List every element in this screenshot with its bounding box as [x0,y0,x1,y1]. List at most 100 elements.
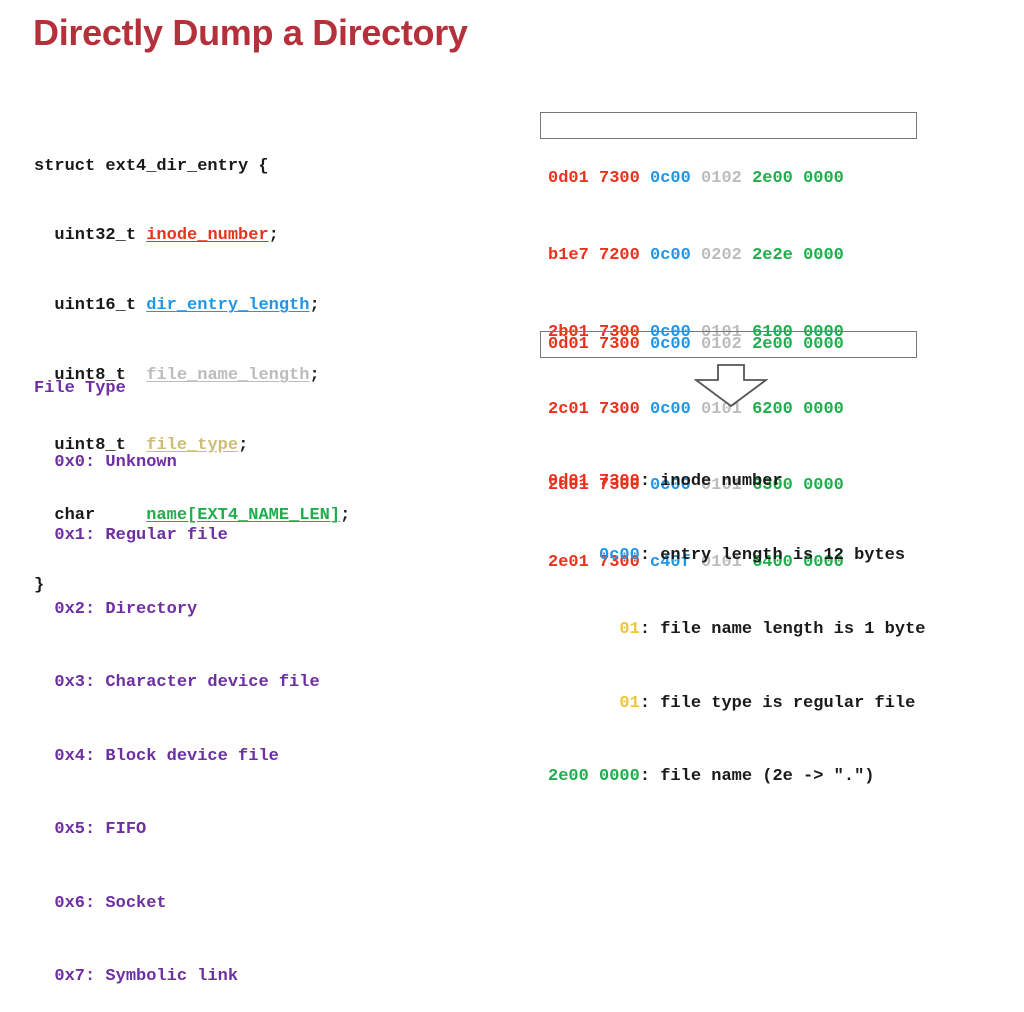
hex-name: 2e2e [752,245,793,265]
explanation-field: 2e00 0000 [548,767,640,787]
file-type-item: 0x7: Symbolic link [34,964,320,987]
hex-length: 0c00 [650,169,691,189]
explanation-line: 0d01 7300: inode number [548,472,783,492]
field-end: ; [238,436,249,456]
hex-name-len-type: 0102 [701,169,742,189]
page-title: Directly Dump a Directory [33,12,468,53]
file-type-item-text: 0x1: Regular file [54,526,228,546]
struct-field-inode: uint32_t inode_number; [34,224,350,247]
struct-open: struct ext4_dir_entry { [34,156,269,176]
hex-name: 2e00 [752,335,793,354]
hex-name: 6300 [752,476,793,496]
field-type: uint16_t [54,296,147,316]
hex-length: 0c00 [650,335,691,354]
hex-inode: 7300 [599,169,640,189]
file-type-heading: File Type [34,379,126,399]
explanation-line: 2e00 0000: file name (2e -> ".") [548,767,875,787]
down-arrow-icon [694,364,768,408]
hex-name: 6200 [752,399,793,419]
explanation-field: 0c00 [599,545,640,565]
hex-inode: 2c01 [548,399,589,419]
hex-inode: 0d01 [548,335,589,354]
file-type-list: File Type 0x0: Unknown 0x1: Regular file… [34,326,320,1012]
explanation-field: 01 [619,619,640,639]
field-end: ; [340,506,351,526]
explanation-text: file name length is 1 byte [650,619,926,639]
explanation-field: 0d01 7300 [548,472,640,492]
explanation-line: 01: file type is regular file [619,693,916,713]
explanation-text: inode number [650,472,783,492]
hex-name: 0000 [803,399,844,419]
field-type: uint32_t [54,226,147,246]
file-type-item: 0x5: FIFO [34,817,320,840]
file-type-item: 0x1: Regular file [34,523,320,546]
explanation-text: entry length is 12 bytes [650,545,906,565]
hex-inode: 7200 [599,245,640,265]
file-type-item: 0x3: Character device file [34,670,320,693]
hex-name-len-type: 0102 [701,335,742,354]
single-entry: 0d01 7300 0c00 0102 2e00 0000 [548,334,844,356]
field-end: ; [309,366,320,386]
hex-name: 2e00 [752,169,793,189]
explanation-field: 01 [619,693,640,713]
struct-field-dir-entry-length: uint16_t dir_entry_length; [34,294,350,317]
hexdump-row: 2b01 7300 0c00 0101 6100 0000 [548,320,844,346]
struct-field-file-name-length: uint8_t file_name_length; [34,364,350,387]
field-name: dir_entry_length [146,296,310,316]
hex-name: 0000 [803,322,844,342]
hex-inode: 0d01 [548,169,589,189]
hexdump-row: 0d01 7300 0c00 0102 2e00 0000 [548,166,844,192]
file-type-item-text: 0x6: Socket [54,893,167,913]
field-end: ; [309,296,320,316]
hexdump-row: 2d01 7300 0c00 0101 6300 0000 [548,473,844,499]
hex-inode: 2d01 [548,476,589,496]
file-type-item: 0x4: Block device file [34,744,320,767]
hex-name-len-type: 0202 [701,245,742,265]
field-explanation: 0d01 7300: inode number 0c00: entry leng… [548,421,925,815]
hex-inode: 2b01 [548,322,589,342]
hex-name: 0000 [803,476,844,496]
file-type-item-text: 0x3: Character device file [54,673,320,693]
hex-inode: 7300 [599,335,640,354]
hexdump-row: b1e7 7200 0c00 0202 2e2e 0000 [548,243,844,269]
explanation-text: file type is regular file [650,693,916,713]
field-type: uint8_t [54,436,147,456]
file-type-item-text: 0x2: Directory [54,599,198,619]
file-type-item: 0x6: Socket [34,891,320,914]
struct-field-file-type: uint8_t file_type; [34,434,350,457]
explanation-line: 01: file name length is 1 byte [619,619,926,639]
hex-name-len-type: 0101 [701,322,742,342]
field-type: uint8_t [54,366,147,386]
file-type-item: 0x2: Directory [34,597,320,620]
field-name: file_type [146,436,239,456]
hex-length: 0c00 [650,245,691,265]
hex-name: 0000 [803,335,844,354]
field-name: inode_number [146,226,269,246]
struct-field-name: char name[EXT4_NAME_LEN]; [34,504,350,527]
hexdump-highlight-box [540,112,917,139]
hex-inode: 7300 [599,399,640,419]
struct-definition: struct ext4_dir_entry { uint32_t inode_n… [34,108,350,621]
hex-inode: 7300 [599,476,640,496]
hex-inode: 7300 [599,322,640,342]
hex-inode: b1e7 [548,245,589,265]
hex-name: 0000 [803,169,844,189]
hex-name: 0000 [803,245,844,265]
field-name: name[EXT4_NAME_LEN] [146,506,341,526]
hex-name-len-type: 0101 [701,476,742,496]
field-end: ; [268,226,279,246]
field-name: file_name_length [146,366,310,386]
hex-length: 0c00 [650,322,691,342]
hex-length: 0c00 [650,399,691,419]
file-type-item: 0x0: Unknown [34,450,320,473]
explanation-line: 0c00: entry length is 12 bytes [599,545,906,565]
explanation-text: file name (2e -> ".") [650,767,875,787]
hex-length: 0c00 [650,476,691,496]
file-type-item-text: 0x0: Unknown [54,452,177,472]
hex-name: 6100 [752,322,793,342]
file-type-item-text: 0x4: Block device file [54,746,279,766]
file-type-item-text: 0x7: Symbolic link [54,967,239,987]
file-type-item-text: 0x5: FIFO [54,820,147,840]
field-type: char [54,506,147,526]
single-entry-box [540,331,917,358]
